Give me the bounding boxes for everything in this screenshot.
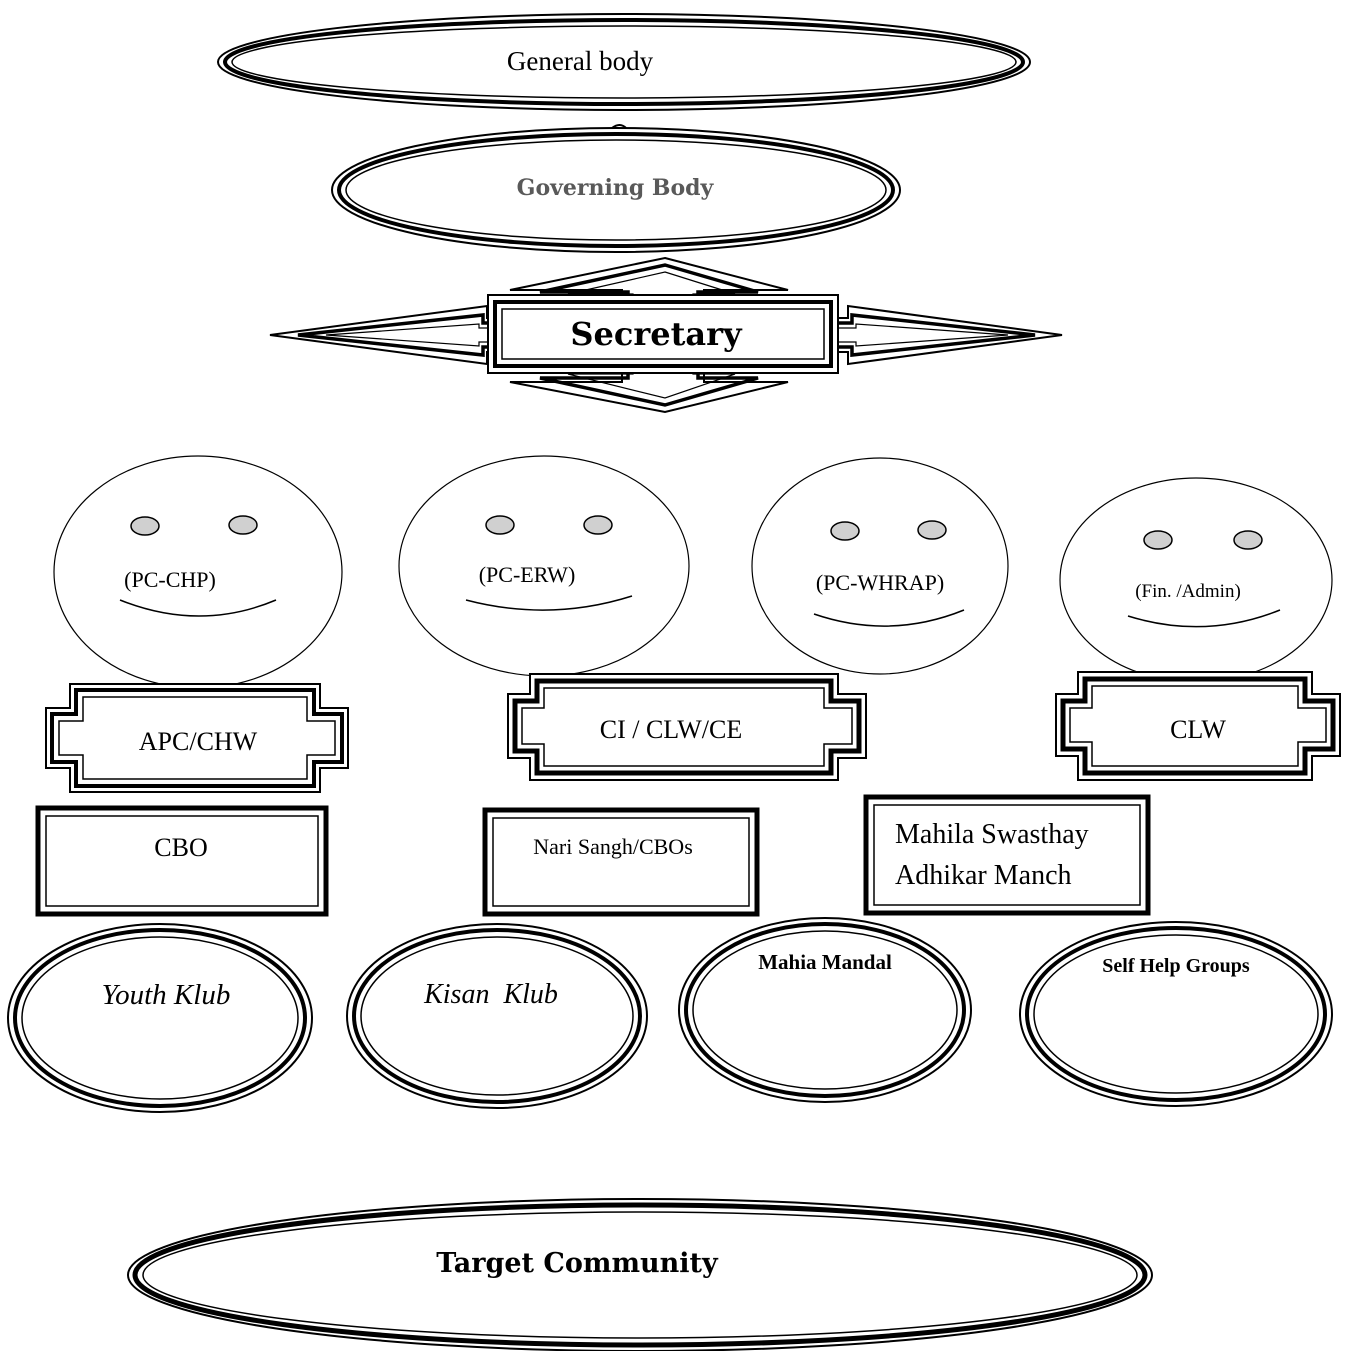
program-head-fin-admin: (Fin. /Admin) xyxy=(1059,477,1333,683)
field-staff-clw: CLW xyxy=(1055,671,1341,781)
mahila-swasthay-line2: Adhikar Manch xyxy=(895,860,1072,891)
governing-body-node: Governing Body xyxy=(331,124,901,253)
mahia-mandal-node: Mahia Mandal xyxy=(678,917,972,1103)
program-head-label: (Fin. /Admin) xyxy=(1135,581,1241,602)
target-community-node: Target Community xyxy=(127,1198,1153,1351)
eye-icon xyxy=(130,516,160,536)
field-staff-label: CLW xyxy=(1170,715,1226,744)
program-head-pc-whrap: (PC-WHRAP) xyxy=(751,457,1009,675)
general-body-label: General body xyxy=(507,46,654,76)
self-help-groups-label: Self Help Groups xyxy=(1102,955,1250,977)
kisan-klub-label: Kisan Klub xyxy=(423,979,558,1010)
program-head-label: (PC-WHRAP) xyxy=(816,570,944,595)
governing-body-label: Governing Body xyxy=(517,175,715,201)
secretary-node: Secretary xyxy=(269,256,1063,414)
eye-icon xyxy=(830,521,860,541)
nari-sangh-label: Nari Sangh/CBOs xyxy=(533,834,693,859)
smile-icon xyxy=(119,599,277,617)
smile-icon xyxy=(813,609,965,627)
mahila-swasthay-line1: Mahila Swasthay xyxy=(895,819,1089,850)
field-staff-apc-chw: APC/CHW xyxy=(45,683,349,793)
smile-icon xyxy=(1127,609,1281,628)
general-body-node: General body xyxy=(217,13,1031,111)
cbo-box: CBO xyxy=(35,805,329,917)
field-staff-label: CI / CLW/CE xyxy=(600,715,743,744)
field-staff-ci-clw-ce: CI / CLW/CE xyxy=(507,673,867,781)
field-staff-label: APC/CHW xyxy=(139,727,258,756)
eye-icon xyxy=(1143,530,1173,550)
mahia-mandal-label: Mahia Mandal xyxy=(758,950,892,974)
cbo-label: CBO xyxy=(154,833,207,862)
youth-klub-label: Youth Klub xyxy=(102,979,231,1011)
program-head-pc-erw: (PC-ERW) xyxy=(398,455,690,677)
youth-klub-node: Youth Klub xyxy=(7,923,313,1113)
program-head-pc-chp: (PC-CHP) xyxy=(53,455,343,689)
program-head-label: (PC-CHP) xyxy=(124,567,216,592)
mahila-swasthay-box: Mahila Swasthay Adhikar Manch xyxy=(863,794,1151,916)
eye-icon xyxy=(485,515,515,535)
target-community-label: Target Community xyxy=(436,1248,719,1279)
kisan-klub-node: Kisan Klub xyxy=(346,923,648,1109)
self-help-groups-node: Self Help Groups xyxy=(1019,921,1333,1107)
eye-icon xyxy=(228,515,258,535)
nari-sangh-box: Nari Sangh/CBOs xyxy=(482,807,760,917)
smile-icon xyxy=(465,595,633,611)
eye-icon xyxy=(917,520,947,540)
program-head-label: (PC-ERW) xyxy=(479,562,576,587)
eye-icon xyxy=(583,515,613,535)
eye-icon xyxy=(1233,530,1263,550)
secretary-label: Secretary xyxy=(570,315,743,353)
